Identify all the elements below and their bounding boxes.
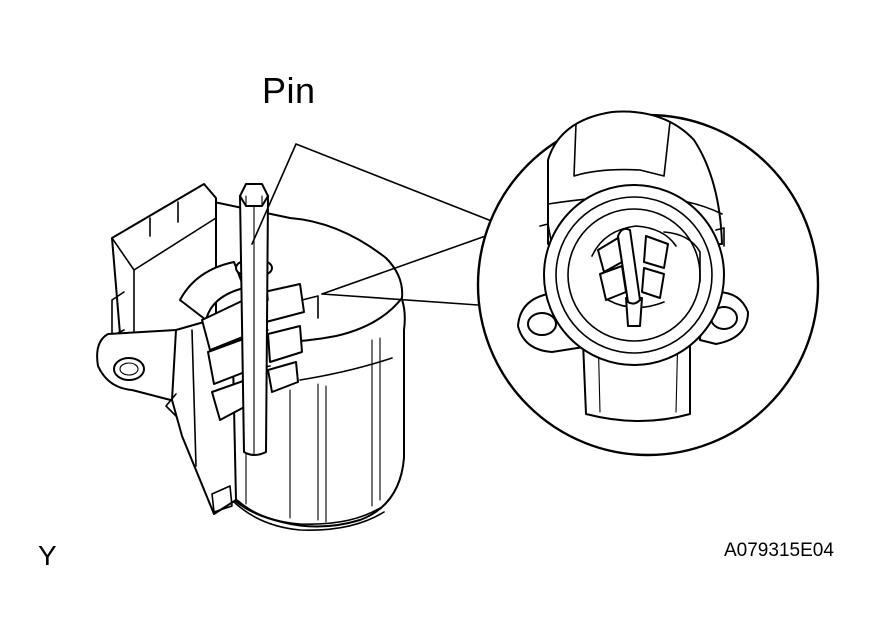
figure-code: A079315E04 bbox=[724, 540, 834, 561]
pin-in-socket bbox=[617, 227, 641, 305]
pin-label: Pin bbox=[262, 70, 316, 111]
sensor-body bbox=[96, 183, 406, 531]
pin-rod bbox=[239, 183, 269, 456]
detail-magnifier bbox=[476, 110, 820, 457]
corner-mark: Y bbox=[38, 540, 57, 571]
